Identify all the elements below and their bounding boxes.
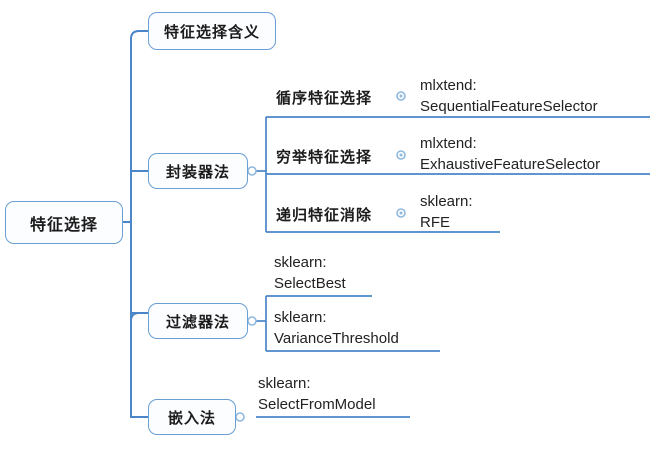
branch-node-embedded-label: 嵌入法 bbox=[167, 409, 216, 427]
leaf-code-name-variancethreshold: VarianceThreshold bbox=[274, 330, 399, 347]
branch-node-wrapper-label: 封装器法 bbox=[165, 163, 230, 181]
filter-connector-ring bbox=[247, 316, 257, 326]
leaf-ring-dot-sequential bbox=[399, 94, 403, 98]
leaf-code-variancethreshold: sklearn: VarianceThreshold bbox=[274, 307, 399, 349]
branch-node-meaning[interactable]: 特征选择含义 bbox=[148, 12, 276, 50]
leaf-code-sequential: mlxtend: SequentialFeatureSelector bbox=[420, 75, 598, 117]
embedded-connector-ring bbox=[235, 412, 245, 422]
leaf-ring-exhaustive bbox=[396, 150, 406, 160]
root-node-label: 特征选择 bbox=[29, 216, 98, 234]
branch-node-filter[interactable]: 过滤器法 bbox=[148, 303, 248, 339]
leaf-code-selectfrommodel: sklearn: SelectFromModel bbox=[258, 373, 376, 415]
leaf-code-name-sequential: SequentialFeatureSelector bbox=[420, 98, 598, 115]
elbow-branch-1 bbox=[130, 30, 148, 47]
branch-node-embedded[interactable]: 嵌入法 bbox=[148, 399, 236, 435]
leaf-code-lib-rfe: sklearn: bbox=[420, 193, 473, 210]
leaf-label-sequential: 循序特征选择 bbox=[276, 90, 373, 107]
branch-node-filter-label: 过滤器法 bbox=[165, 313, 230, 331]
root-node[interactable]: 特征选择 bbox=[5, 201, 123, 244]
leaf-code-selectbest: sklearn: SelectBest bbox=[274, 252, 346, 294]
leaf-code-name-rfe: RFE bbox=[420, 214, 450, 231]
leaf-label-exhaustive: 穷举特征选择 bbox=[276, 149, 373, 166]
branch-node-meaning-label: 特征选择含义 bbox=[163, 23, 260, 41]
leaf-code-lib-exhaustive: mlxtend: bbox=[420, 135, 477, 152]
leaf-code-lib-variancethreshold: sklearn: bbox=[274, 309, 327, 326]
elbow-branch-4 bbox=[130, 409, 148, 419]
elbow-branch-3 bbox=[130, 312, 148, 322]
leaf-code-lib-selectbest: sklearn: bbox=[274, 254, 327, 271]
leaf-ring-dot-exhaustive bbox=[399, 153, 403, 157]
leaf-ring-rfe bbox=[396, 208, 406, 218]
leaf-code-rfe: sklearn: RFE bbox=[420, 191, 473, 233]
leaf-label-rfe: 递归特征消除 bbox=[276, 207, 373, 224]
leaf-ring-dot-rfe bbox=[399, 211, 403, 215]
leaf-code-lib-sequential: mlxtend: bbox=[420, 77, 477, 94]
leaf-code-name-exhaustive: ExhaustiveFeatureSelector bbox=[420, 156, 601, 173]
wrapper-connector-ring bbox=[247, 166, 257, 176]
leaf-code-exhaustive: mlxtend: ExhaustiveFeatureSelector bbox=[420, 133, 600, 175]
leaf-code-name-selectfrommodel: SelectFromModel bbox=[258, 396, 376, 413]
leaf-ring-sequential bbox=[396, 91, 406, 101]
leaf-code-name-selectbest: SelectBest bbox=[274, 275, 346, 292]
leaf-code-lib-selectfrommodel: sklearn: bbox=[258, 375, 311, 392]
branch-node-wrapper[interactable]: 封装器法 bbox=[148, 153, 248, 189]
